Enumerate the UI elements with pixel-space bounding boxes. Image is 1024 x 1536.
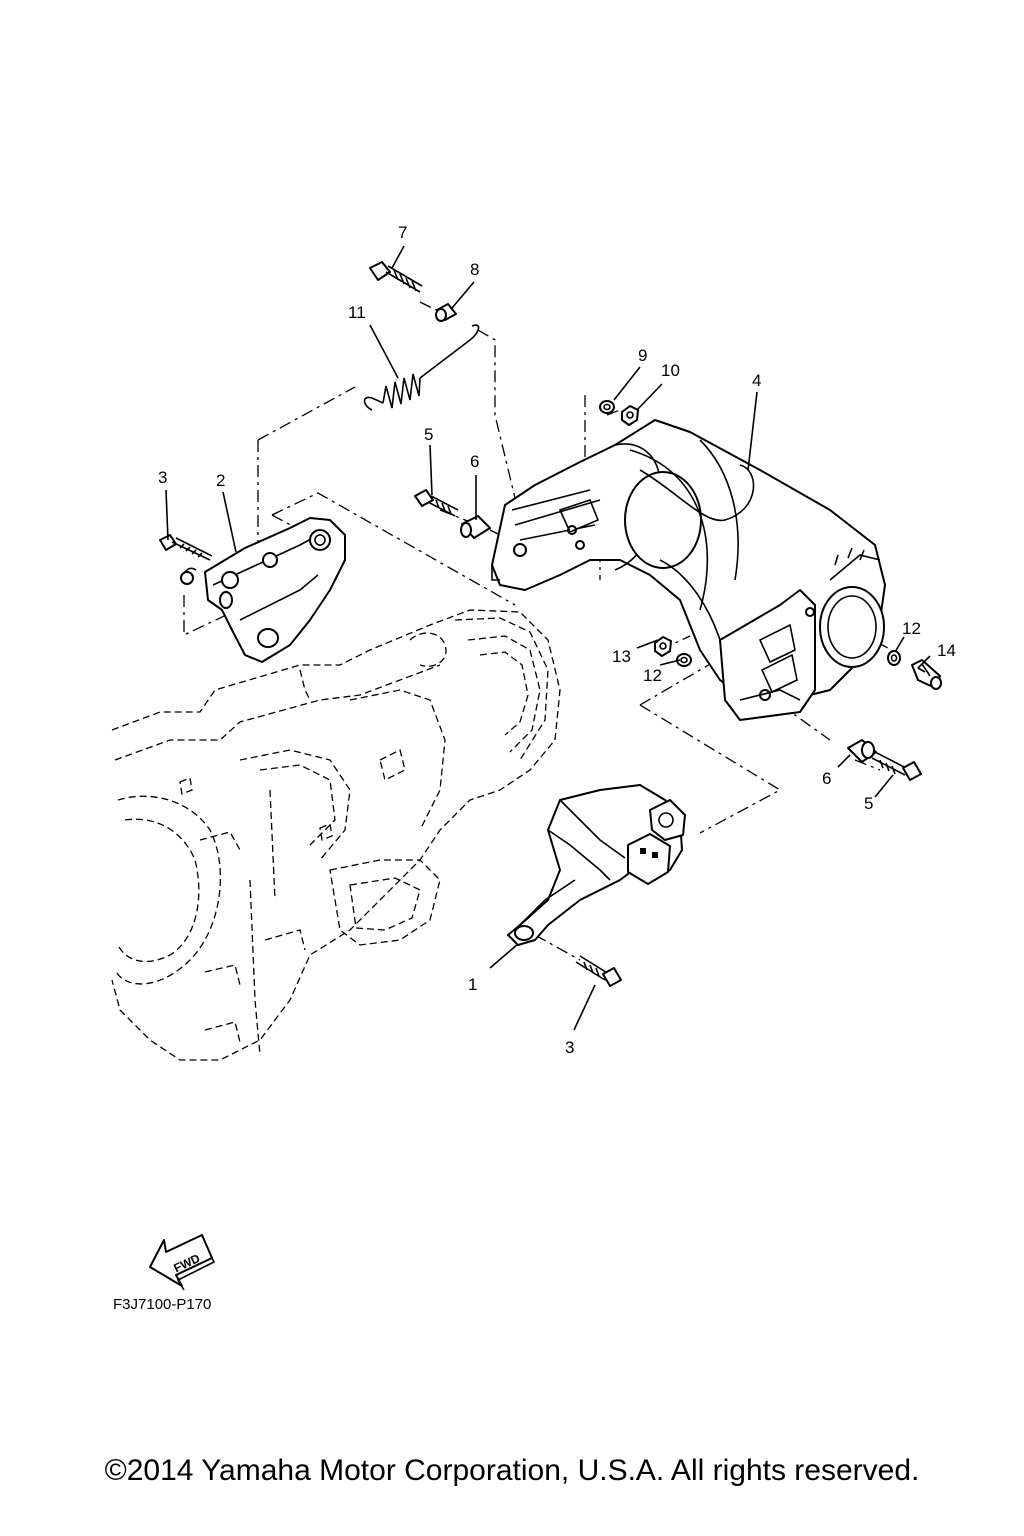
callout-10: 10	[661, 361, 680, 380]
callout-1: 1	[468, 975, 477, 994]
part-13-nut	[654, 636, 672, 657]
part-6-sleeve-upper	[460, 515, 491, 539]
callout-labels: 7 8 11 9 10 4 5 6 3 2 12 14 13 12 6 5 1 …	[158, 223, 956, 1057]
callout-9: 9	[638, 346, 647, 365]
part-1-mount	[507, 784, 686, 946]
part-14-fitting	[911, 659, 942, 690]
part-9-washer	[599, 400, 615, 414]
part-2-bracket	[180, 517, 346, 663]
part-11-spring	[363, 324, 480, 411]
callout-11: 11	[348, 303, 366, 322]
callout-7: 7	[398, 223, 407, 242]
callout-6-upper: 6	[470, 452, 479, 471]
fwd-arrow-icon: FWD	[149, 1234, 216, 1291]
callout-5-lower: 5	[864, 794, 873, 813]
part-3-bolt-upper	[159, 534, 213, 561]
diagram-code: F3J7100-P170	[113, 1296, 212, 1313]
part-5-bolt-upper	[414, 489, 459, 517]
part-7-bolt	[369, 261, 423, 293]
callout-12-left: 12	[643, 666, 662, 685]
callout-8: 8	[470, 260, 479, 279]
engine-outline	[111, 609, 561, 1061]
callout-2: 2	[216, 471, 225, 490]
leader-lines	[165, 245, 931, 1031]
callout-3-upper: 3	[158, 468, 167, 487]
callout-12-right: 12	[902, 619, 921, 638]
part-4-mount-plate	[719, 589, 816, 721]
part-8-collar	[435, 303, 457, 322]
callout-13: 13	[612, 647, 631, 666]
callout-6-lower: 6	[822, 769, 831, 788]
copyright-notice: ©2014 Yamaha Motor Corporation, U.S.A. A…	[104, 1454, 920, 1487]
part-3-bolt-lower	[575, 955, 622, 987]
part-12-washer-right	[887, 650, 901, 666]
callout-4: 4	[752, 371, 761, 390]
callout-14: 14	[937, 641, 956, 660]
part-5-bolt-lower	[871, 751, 922, 781]
part-10-nut	[621, 405, 639, 426]
callout-3-lower: 3	[565, 1038, 574, 1057]
callout-5-upper: 5	[424, 425, 433, 444]
